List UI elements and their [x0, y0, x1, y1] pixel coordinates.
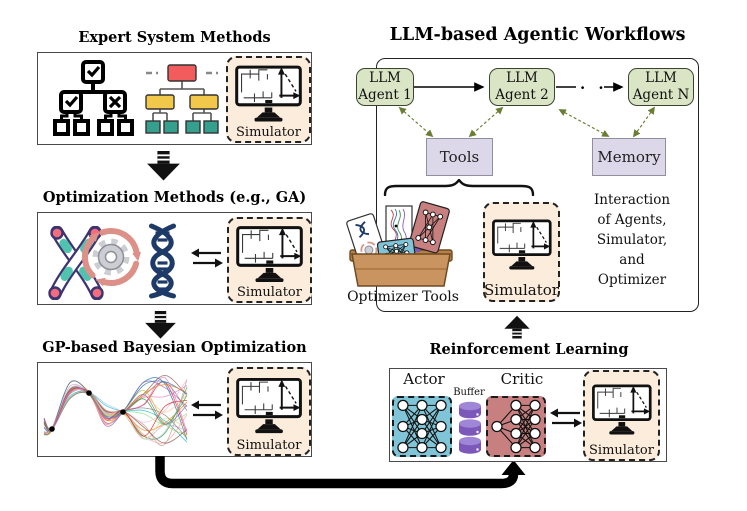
down-arrow-icon — [146, 151, 181, 181]
exchange-icon — [190, 245, 224, 271]
llm-title: LLM-based Agentic Workflows — [389, 25, 686, 45]
note-line: Optimizer — [597, 272, 667, 288]
llm-agent-n: LLM Agent N — [628, 68, 694, 106]
rl-title: Reinforcement Learning — [429, 341, 629, 358]
llm-agent-2: LLM Agent 2 — [489, 68, 555, 106]
agent-name-line2: Agent 2 — [495, 87, 549, 103]
simulator-gp: Simulator — [227, 367, 311, 456]
agent-name-line1: LLM — [645, 70, 677, 86]
simulator-label: Simulator — [589, 443, 654, 458]
tools-label: Tools — [439, 148, 480, 166]
optimizer-tools-label: Optimizer Tools — [347, 289, 459, 305]
simulator-label: Simulator — [484, 281, 559, 299]
simulator-label: Simulator — [236, 125, 301, 140]
simulator-optimization: Simulator — [227, 217, 312, 303]
note-line: Simulator, — [596, 232, 668, 248]
memory-label: Memory — [597, 148, 661, 166]
note-line: Interaction — [593, 192, 671, 208]
note-line: of Agents, — [597, 212, 667, 228]
actor-network-box — [392, 396, 452, 457]
buffer-label: Buffer — [453, 387, 485, 398]
actor-neural-network-icon — [397, 399, 447, 454]
dna-icon — [149, 223, 176, 299]
tools-box: Tools — [426, 138, 493, 176]
critic-neural-network-icon — [491, 399, 541, 454]
simulator-monitor-icon — [491, 208, 553, 281]
agent-name-line2: Agent 1 — [358, 87, 412, 103]
brace — [383, 179, 535, 196]
simulator-monitor-icon — [235, 223, 304, 285]
simulator-llm: Simulator — [483, 202, 560, 302]
gp-posterior-curves — [43, 374, 188, 446]
agent-name-line1: LLM — [369, 70, 401, 86]
llm-agent-1: LLM Agent 1 — [356, 68, 414, 106]
simulator-monitor-icon — [235, 373, 303, 438]
exchange-icon — [190, 397, 224, 423]
simulator-label: Simulator — [236, 438, 302, 453]
interaction-note: Interaction of Agents, Simulator, and Op… — [584, 190, 680, 290]
agent-name-line2: Agent N — [632, 87, 690, 103]
simulator-monitor-icon — [234, 62, 303, 125]
critic-card — [408, 201, 450, 254]
critic-label: Critic — [500, 370, 544, 388]
simulator-label: Simulator — [237, 285, 302, 300]
note-line: and — [619, 252, 645, 268]
flowchart-icon — [53, 60, 134, 136]
expert-title: Expert System Methods — [78, 29, 271, 46]
buffer-cylinders-icon — [458, 401, 482, 454]
optimization-title: Optimization Methods (e.g., GA) — [42, 189, 307, 206]
memory-box: Memory — [592, 138, 666, 176]
gear-cycle-icon — [81, 228, 141, 287]
down-arrow-icon — [143, 311, 178, 339]
toolbox-icon — [346, 201, 453, 287]
exchange-icon — [549, 405, 583, 431]
actor-label: Actor — [403, 370, 445, 388]
simulator-expert: Simulator — [226, 56, 311, 143]
ellipsis: · · · — [579, 79, 627, 97]
flow-arrow-gp-to-rl — [155, 456, 526, 489]
gp-title: GP-based Bayesian Optimization — [42, 339, 307, 356]
simulator-rl: Simulator — [583, 370, 660, 461]
simulator-monitor-icon — [591, 376, 653, 443]
up-arrow-icon — [504, 313, 530, 341]
decision-tree-icon — [145, 64, 219, 134]
critic-network-box — [486, 396, 546, 457]
agent-name-line1: LLM — [506, 70, 538, 86]
